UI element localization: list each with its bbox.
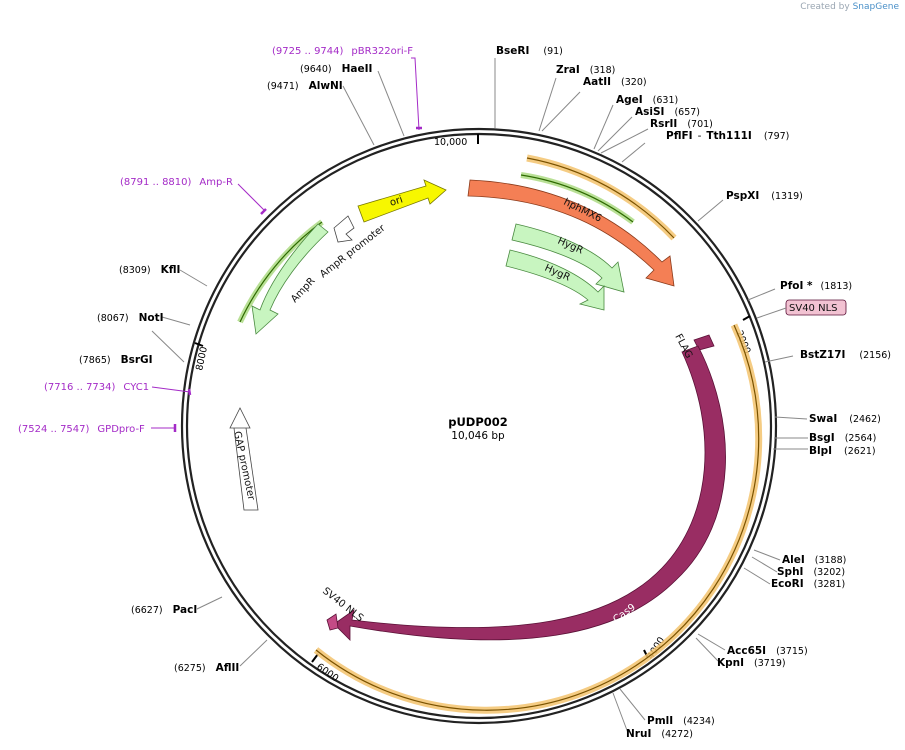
- site-alei: AleI(3188): [782, 554, 846, 566]
- site-bsrgi: (7865)BsrGI: [79, 354, 153, 366]
- site-leader-lines: [151, 58, 808, 734]
- label-gap-promoter: GAP promoter: [231, 430, 257, 502]
- features: [229, 179, 726, 641]
- site-kpni: KpnI(3719): [717, 657, 786, 669]
- sv40-nls-box: [785, 299, 847, 316]
- feature-ampr-promoter-arrow: [333, 215, 355, 243]
- restriction-sites: BseRI(91) ZraI(318) AatII(320) AgeI(631)…: [79, 45, 891, 740]
- site-haeii: (9640)HaeII: [300, 63, 372, 75]
- site-bseri: BseRI(91): [496, 45, 563, 57]
- site-ecori: EcoRI(3281): [771, 578, 845, 590]
- primer-cyc1: (7716 .. 7734)CYC1: [44, 382, 149, 393]
- site-bsgi: BsgI(2564): [809, 432, 876, 444]
- site-noti: (8067)NotI: [97, 312, 164, 324]
- plasmid-name: pUDP002: [448, 415, 508, 429]
- orf-arcs: [237, 154, 763, 714]
- site-kfli: (8309)KflI: [119, 264, 180, 276]
- label-flag: FLAG: [672, 332, 694, 360]
- snapgene-credit: Created by SnapGene: [800, 2, 899, 12]
- feature-hygr-2-arrow: [505, 249, 605, 311]
- site-aflii: (6275)AflII: [174, 662, 239, 674]
- site-pfoi: PfoI *(1813): [780, 280, 852, 292]
- label-ampr-promoter: AmpR promoter: [318, 222, 388, 280]
- label-sv40-nls-top: SV40 NLS: [789, 303, 838, 314]
- site-pflfi-tth111i: PflFI-Tth111I(797): [666, 130, 789, 142]
- tick-label-8000: 8000: [194, 346, 210, 372]
- site-nrui: NruI(4272): [626, 728, 693, 740]
- site-asisi: AsiSI(657): [635, 106, 700, 118]
- site-paci: (6627)PacI: [131, 604, 197, 616]
- site-rsrii: RsrII(701): [650, 118, 713, 130]
- primer-pbr322ori-f: (9725 .. 9744)pBR322ori-F: [272, 46, 413, 57]
- feature-ampr-arrow: [251, 223, 329, 335]
- feature-gap-promoter-arrow: [229, 407, 259, 511]
- feature-hphmx6-arrow: [467, 179, 675, 287]
- site-blpi: BlpI(2621): [809, 445, 876, 457]
- plasmid-length: 10,046 bp: [451, 430, 505, 442]
- primers: [151, 57, 422, 432]
- site-alwni: (9471)AlwNI: [267, 80, 343, 92]
- site-aatii: AatII(320): [583, 76, 647, 88]
- site-zrai: ZraI(318): [556, 64, 615, 76]
- label-ampr: AmpR: [289, 276, 317, 305]
- feature-sv40-nls-small: [326, 613, 339, 631]
- site-sphi: SphI(3202): [777, 566, 845, 578]
- site-pspxi: PspXI(1319): [726, 190, 803, 202]
- feature-hygr-1-arrow: [511, 223, 625, 293]
- sv40-nls-leader: [756, 307, 787, 319]
- primer-amp-r: (8791 .. 8810)Amp-R: [120, 177, 233, 188]
- feature-ori-arrow: [357, 179, 447, 223]
- tick-label-10000: 10,000: [434, 137, 467, 148]
- feature-cas9-arrow: [333, 345, 726, 641]
- label-ori: ori: [389, 194, 405, 208]
- site-acc65i: Acc65I(3715): [727, 645, 808, 657]
- site-swai: SwaI(2462): [809, 413, 881, 425]
- credit-brand: SnapGene: [852, 2, 899, 12]
- credit-prefix: Created by: [800, 2, 850, 12]
- primer-gpdpro-f: (7524 .. 7547)GPDpro-F: [18, 424, 145, 435]
- site-pmli: PmlI(4234): [647, 715, 715, 727]
- site-bstz17i: BstZ17I(2156): [800, 349, 891, 361]
- site-agei: AgeI(631): [616, 94, 678, 106]
